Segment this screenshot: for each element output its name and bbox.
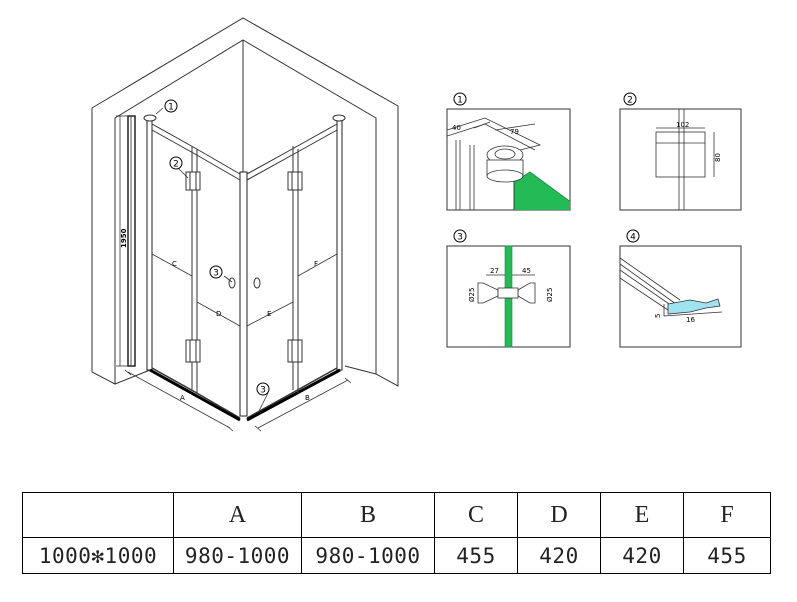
callout-3-main-seal: 3 xyxy=(256,382,270,396)
detail-1-dim-40: 40 xyxy=(452,124,461,132)
technical-drawing: 1950 A B C D E F 1 2 3 3 1 xyxy=(91,17,742,432)
svg-text:1: 1 xyxy=(457,96,463,106)
height-dimension-label: 1950 xyxy=(120,228,128,248)
header-cell-size xyxy=(22,492,174,538)
svg-text:1: 1 xyxy=(168,103,174,113)
detail-3-dim-45: 45 xyxy=(522,267,531,275)
detail-3-dim-d25-left: Ø25 xyxy=(468,288,476,302)
dim-label-e: E xyxy=(267,310,271,318)
svg-text:4: 4 xyxy=(630,233,636,243)
cell-b: 980-1000 xyxy=(301,537,435,574)
dim-label-c: C xyxy=(172,260,177,268)
detail-2-dim-102: 102 xyxy=(676,121,689,129)
cell-size: 1000✻1000 xyxy=(22,537,174,574)
accent-seal-profile xyxy=(667,298,721,315)
svg-text:3: 3 xyxy=(457,233,463,243)
dim-label-d: D xyxy=(216,310,221,318)
callout-1-main: 1 xyxy=(164,99,178,113)
corner-wall xyxy=(91,17,399,387)
header-cell-d: D xyxy=(517,492,601,538)
header-cell-f: F xyxy=(683,492,771,538)
cell-a: 980-1000 xyxy=(173,537,302,574)
detail-3-knob: 3 27 45 Ø25 Ø25 xyxy=(446,229,571,348)
dim-label-a: A xyxy=(180,394,185,402)
cell-c: 455 xyxy=(434,537,518,574)
detail-1-dim-79: 79 xyxy=(510,128,519,136)
cell-e: 420 xyxy=(600,537,684,574)
detail-1-top-pivot: 1 40 79 xyxy=(446,92,571,211)
main-isometric-view xyxy=(91,17,399,432)
cell-d: 420 xyxy=(517,537,601,574)
table-row: 1000✻1000 980-1000 980-1000 455 420 420 … xyxy=(22,537,771,574)
header-cell-e: E xyxy=(600,492,684,538)
size-spec-table: A B C D E F 1000✻1000 980-1000 980-1000 … xyxy=(22,492,771,574)
dim-label-b: B xyxy=(305,394,310,402)
header-cell-c: C xyxy=(434,492,518,538)
detail-3-dim-27: 27 xyxy=(490,267,499,275)
callout-2-main: 2 xyxy=(169,156,183,170)
detail-4-dim-5: 5 xyxy=(654,314,662,318)
svg-text:2: 2 xyxy=(627,96,633,106)
svg-text:3: 3 xyxy=(213,269,219,279)
detail-4-seal: 4 5 16 xyxy=(619,229,742,348)
header-cell-b: B xyxy=(301,492,435,538)
detail-3-dim-d25-right: Ø25 xyxy=(546,288,554,302)
table-header-row: A B C D E F xyxy=(22,492,771,538)
svg-text:3: 3 xyxy=(260,386,266,396)
header-cell-a: A xyxy=(173,492,302,538)
detail-2-hinge: 2 102 80 xyxy=(619,92,742,211)
svg-text:2: 2 xyxy=(173,160,179,170)
dim-label-f: F xyxy=(314,260,318,268)
callout-3-main-knob: 3 xyxy=(209,265,223,279)
detail-2-dim-80: 80 xyxy=(714,153,722,162)
cell-f: 455 xyxy=(683,537,771,574)
detail-4-dim-16: 16 xyxy=(686,316,695,324)
